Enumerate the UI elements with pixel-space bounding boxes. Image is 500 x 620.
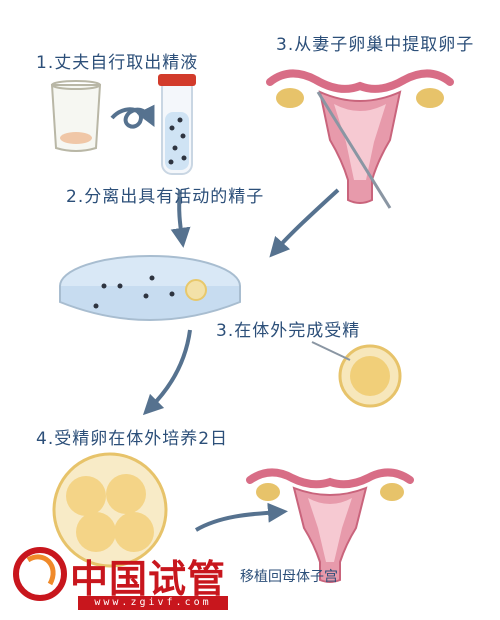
arrow-down-2 (269, 188, 340, 258)
step-5-label: 移植回母体子宫 (240, 569, 338, 585)
petri-dish (59, 255, 241, 321)
arrow-right (194, 502, 288, 532)
brand-logo-icon (13, 547, 67, 601)
arrow-down-1 (170, 189, 191, 248)
step-4-label: 4.受精卵在体外培养2日 (36, 429, 229, 449)
step-1-label: 1.丈夫自行取出精液 (36, 53, 199, 73)
step-3-label: 3.从妻子卵巢中提取卵子 (276, 35, 475, 55)
uterus-diagram-top (266, 69, 454, 209)
brand-name: 中国试管 (70, 557, 227, 601)
test-tube (158, 74, 196, 175)
step-3b-label: 3.在体外完成受精 (216, 321, 361, 341)
arrow-down-3 (142, 329, 192, 416)
brand-url: www.zgivf.com (78, 596, 228, 610)
embryo-cells (52, 452, 168, 568)
fertilized-egg (311, 341, 402, 408)
sample-cup (50, 80, 102, 152)
step-2-label: 2.分离出具有活动的精子 (66, 187, 265, 207)
curly-arrow (110, 104, 155, 129)
uterus-diagram-bottom (246, 468, 414, 583)
